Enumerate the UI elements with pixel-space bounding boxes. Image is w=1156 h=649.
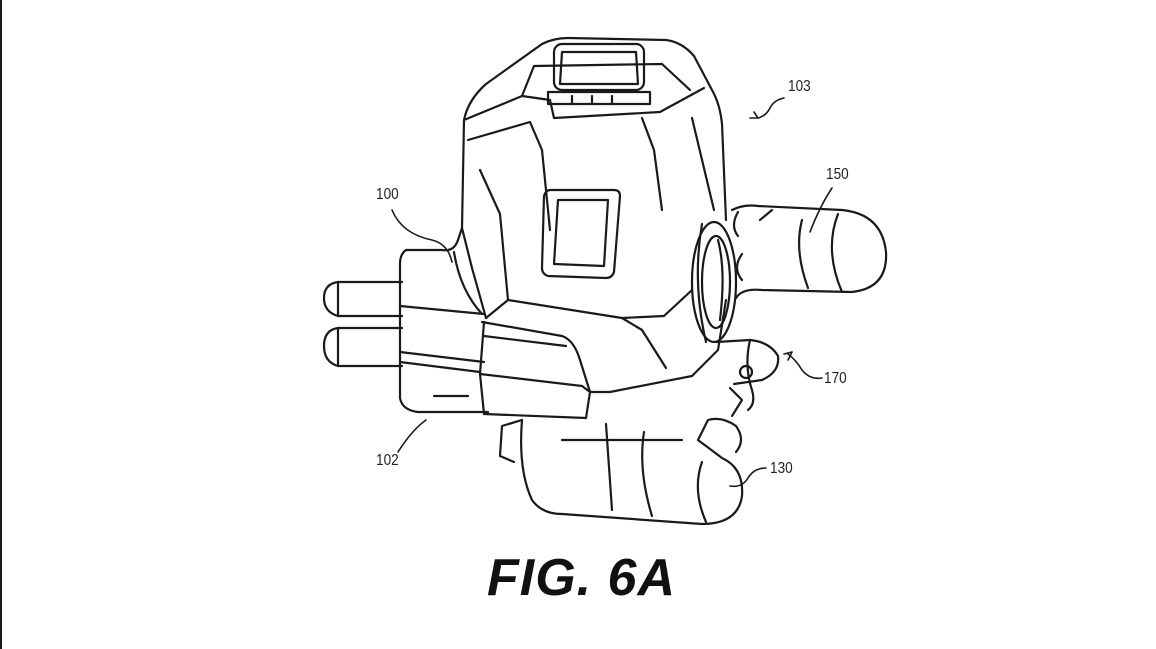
figure-caption: FIG. 6A	[487, 549, 677, 607]
ref-label-150: 150	[826, 166, 849, 183]
ref-label-103: 103	[788, 78, 811, 95]
left-tubes	[322, 280, 404, 368]
leader-150	[809, 187, 833, 233]
leader-170	[787, 353, 823, 380]
ref-label-100: 100	[376, 186, 399, 203]
bottom-pedal	[498, 417, 744, 526]
leader-130	[729, 467, 767, 488]
right-lever	[714, 338, 780, 418]
leader-102	[397, 419, 427, 453]
left-clip-block	[398, 226, 490, 414]
main-housing	[460, 36, 738, 420]
side-ring	[690, 220, 738, 344]
leader-lines	[391, 97, 833, 488]
top-button	[552, 42, 646, 92]
ref-label-102: 102	[376, 452, 399, 469]
ref-label-130: 130	[770, 460, 793, 477]
leader-100	[391, 209, 453, 263]
ref-label-170: 170	[824, 370, 847, 387]
front-window	[540, 188, 622, 280]
leader-103	[757, 97, 785, 119]
right-arm	[730, 204, 888, 300]
